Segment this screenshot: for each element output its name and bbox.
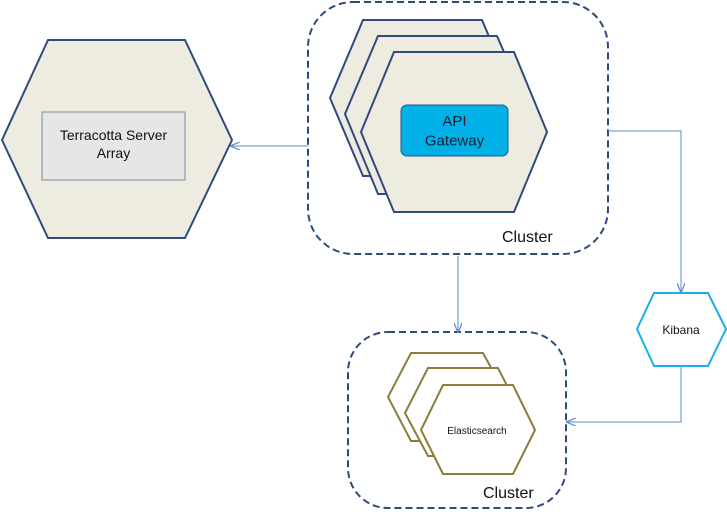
kibana-node[interactable]: Kibana [635,292,727,367]
elastic-cluster-label: Cluster [483,485,534,502]
elastic-cluster[interactable]: Elasticsearch Cluster [347,331,567,509]
terracotta-label-box [41,111,186,181]
gateway-cluster-label: Cluster [502,229,553,246]
connectors [231,130,682,422]
api-gateway-box[interactable] [400,104,509,157]
elasticsearch-label: Elasticsearch [447,426,506,437]
kibana-hexagon [635,292,727,367]
elastic-hexagon-front [419,384,537,475]
kibana-label: Kibana [662,323,700,337]
arrow-gateway-to-kibana [608,130,681,292]
gateway-cluster-border [307,1,609,255]
arrow-kibana-to-elastic [567,366,682,422]
